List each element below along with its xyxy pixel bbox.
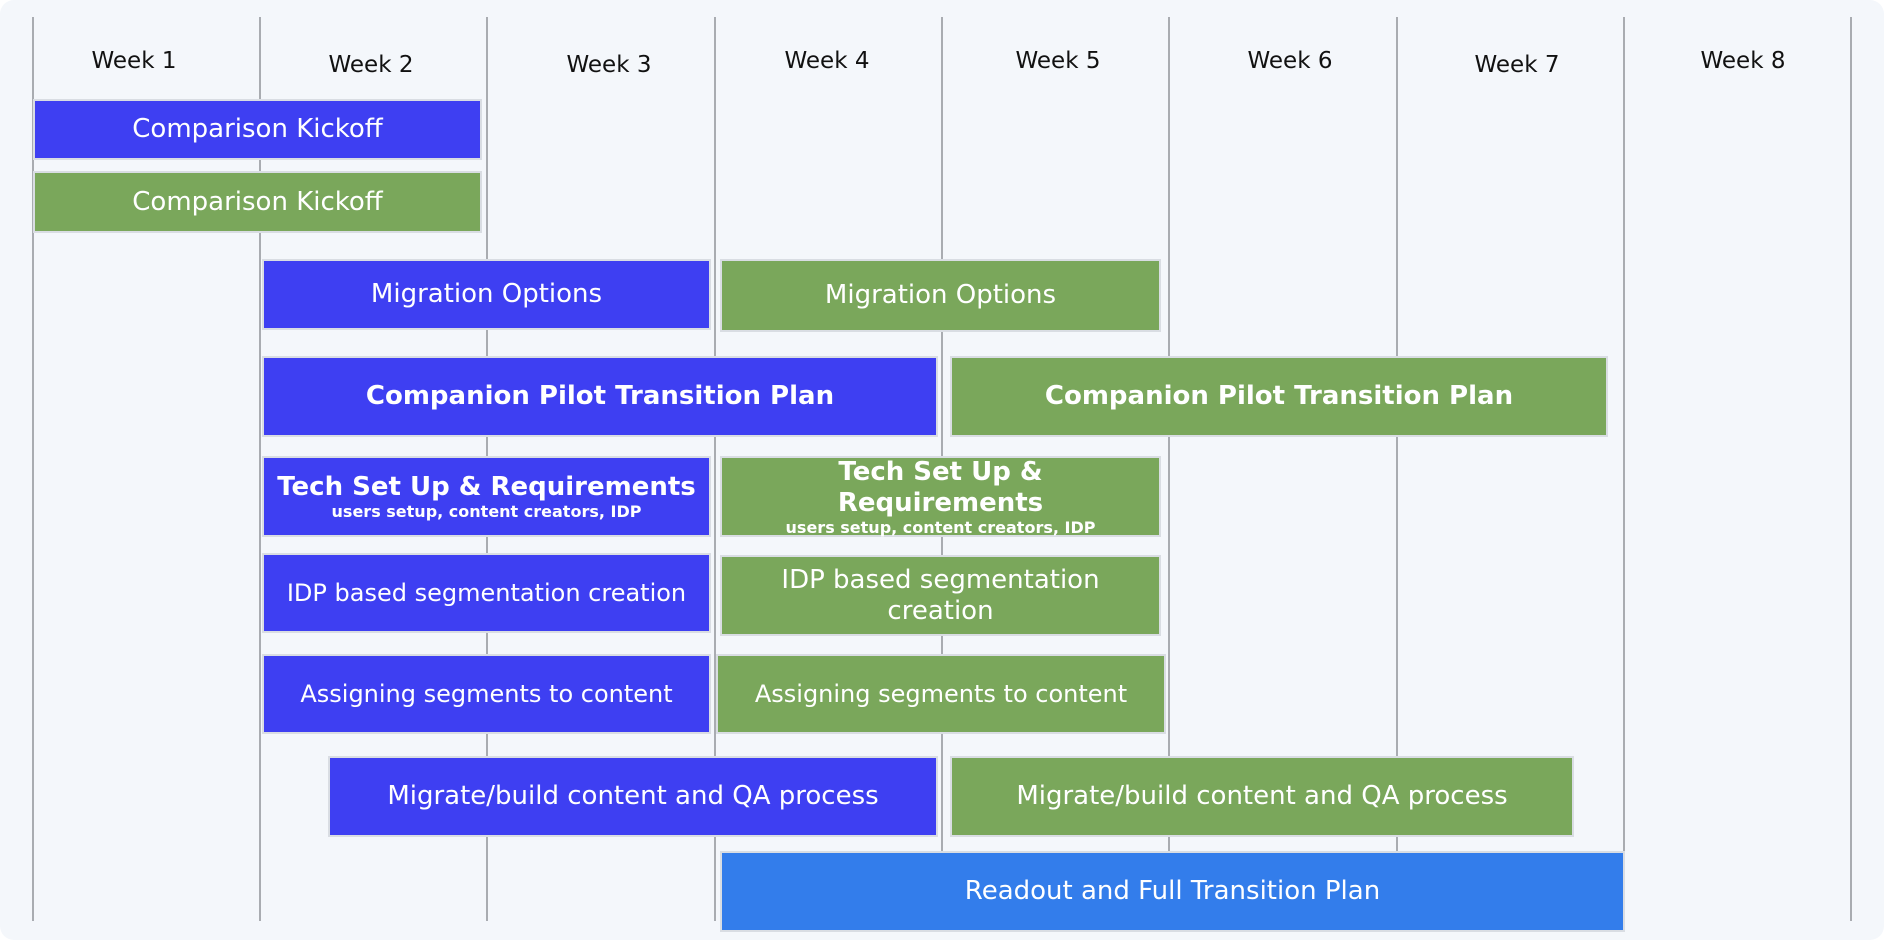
week-divider <box>1623 17 1625 921</box>
week-header-4: Week 4 <box>784 48 870 74</box>
task-label: IDP based segmentation creation <box>781 564 1100 626</box>
task-label: Readout and Full Transition Plan <box>964 876 1381 906</box>
task-label: Assigning segments to content <box>754 679 1128 708</box>
week-header-8: Week 8 <box>1700 48 1786 74</box>
task-migration-blue: Migration Options <box>262 259 711 330</box>
week-divider <box>1396 17 1398 921</box>
task-pilot-blue: Companion Pilot Transition Plan <box>262 356 938 437</box>
task-sublabel: users setup, content creators, IDP <box>785 517 1096 537</box>
week-header-3: Week 3 <box>566 52 652 78</box>
week-header-7: Week 7 <box>1474 52 1560 78</box>
task-label: Comparison Kickoff <box>132 114 383 144</box>
task-label: Companion Pilot Transition Plan <box>365 381 835 411</box>
task-tech-blue: Tech Set Up & Requirements users setup, … <box>262 456 711 537</box>
week-divider <box>259 17 261 921</box>
task-readout: Readout and Full Transition Plan <box>720 851 1625 932</box>
week-header-2: Week 2 <box>328 52 414 78</box>
week-header-1: Week 1 <box>91 48 177 74</box>
task-idp-green: IDP based segmentation creation <box>720 555 1161 636</box>
task-label: Migration Options <box>370 279 603 309</box>
task-kickoff-green: Comparison Kickoff <box>33 171 482 233</box>
week-divider <box>1850 17 1852 921</box>
task-pilot-green: Companion Pilot Transition Plan <box>950 356 1608 437</box>
task-label: Tech Set Up & Requirements <box>277 472 696 502</box>
task-migrate-green: Migrate/build content and QA process <box>950 756 1574 837</box>
task-kickoff-blue: Comparison Kickoff <box>33 99 482 160</box>
task-label: Migration Options <box>824 280 1057 310</box>
task-tech-green: Tech Set Up & Requirements users setup, … <box>720 456 1161 537</box>
task-label: Companion Pilot Transition Plan <box>1044 381 1514 411</box>
week-header-5: Week 5 <box>1015 48 1101 74</box>
task-migration-green: Migration Options <box>720 259 1161 332</box>
task-migrate-blue: Migrate/build content and QA process <box>328 756 938 837</box>
task-label: Migrate/build content and QA process <box>1016 781 1508 811</box>
week-divider <box>1168 17 1170 921</box>
week-divider <box>32 17 34 921</box>
task-label: IDP based segmentation creation <box>286 578 687 607</box>
task-idp-blue: IDP based segmentation creation <box>262 553 711 633</box>
task-label: Assigning segments to content <box>300 679 673 708</box>
week-divider <box>714 17 716 921</box>
task-assign-blue: Assigning segments to content <box>262 654 711 734</box>
task-label: Tech Set Up & Requirements <box>837 456 1044 518</box>
task-sublabel: users setup, content creators, IDP <box>331 502 642 521</box>
task-assign-green: Assigning segments to content <box>716 654 1166 734</box>
task-label: Comparison Kickoff <box>132 186 383 217</box>
week-header-6: Week 6 <box>1247 48 1333 74</box>
task-label: Migrate/build content and QA process <box>387 781 879 811</box>
